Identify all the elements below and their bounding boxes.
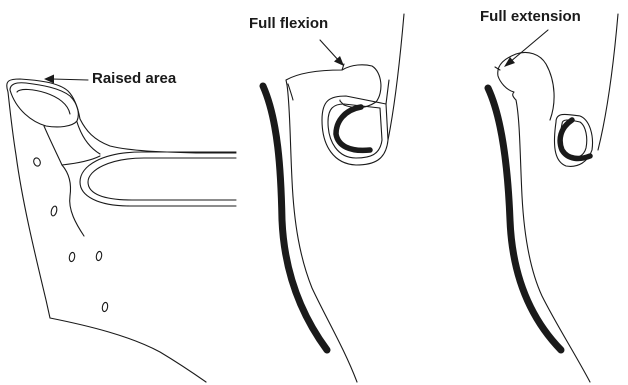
extension-panel xyxy=(488,14,618,382)
flexion-thick-curve xyxy=(336,107,370,150)
bone-perspective-panel xyxy=(7,79,236,382)
hole xyxy=(96,251,103,261)
hole xyxy=(69,252,76,262)
socket-outer-rim xyxy=(80,152,236,206)
extension-thick-curve xyxy=(560,120,590,158)
bone-bottom-edge xyxy=(50,318,206,382)
arrow-flexion-shaft xyxy=(320,40,340,62)
hole xyxy=(102,302,109,312)
raised-area-inner-rim xyxy=(17,89,70,114)
ridge-line-3 xyxy=(62,156,100,165)
ridge-line-2 xyxy=(77,122,100,154)
hole xyxy=(33,157,42,167)
flexion-shaft-line-right xyxy=(386,80,389,104)
full-extension-label: Full extension xyxy=(480,9,581,24)
raised-area-label: Raised area xyxy=(92,71,176,86)
flexion-outline xyxy=(286,65,381,382)
flexion-panel xyxy=(263,14,404,382)
flexion-shaft-line xyxy=(388,14,404,140)
raised-area-outline xyxy=(10,83,78,127)
arrow-raised-area-shaft xyxy=(52,79,88,80)
ridge-line-1 xyxy=(44,126,62,165)
hole xyxy=(50,205,58,216)
bone-outline xyxy=(7,79,236,153)
full-flexion-label: Full flexion xyxy=(249,16,328,31)
socket-inner-rim xyxy=(88,158,236,200)
extension-shaft-line xyxy=(598,14,618,150)
arrow-extension-shaft xyxy=(510,30,548,62)
